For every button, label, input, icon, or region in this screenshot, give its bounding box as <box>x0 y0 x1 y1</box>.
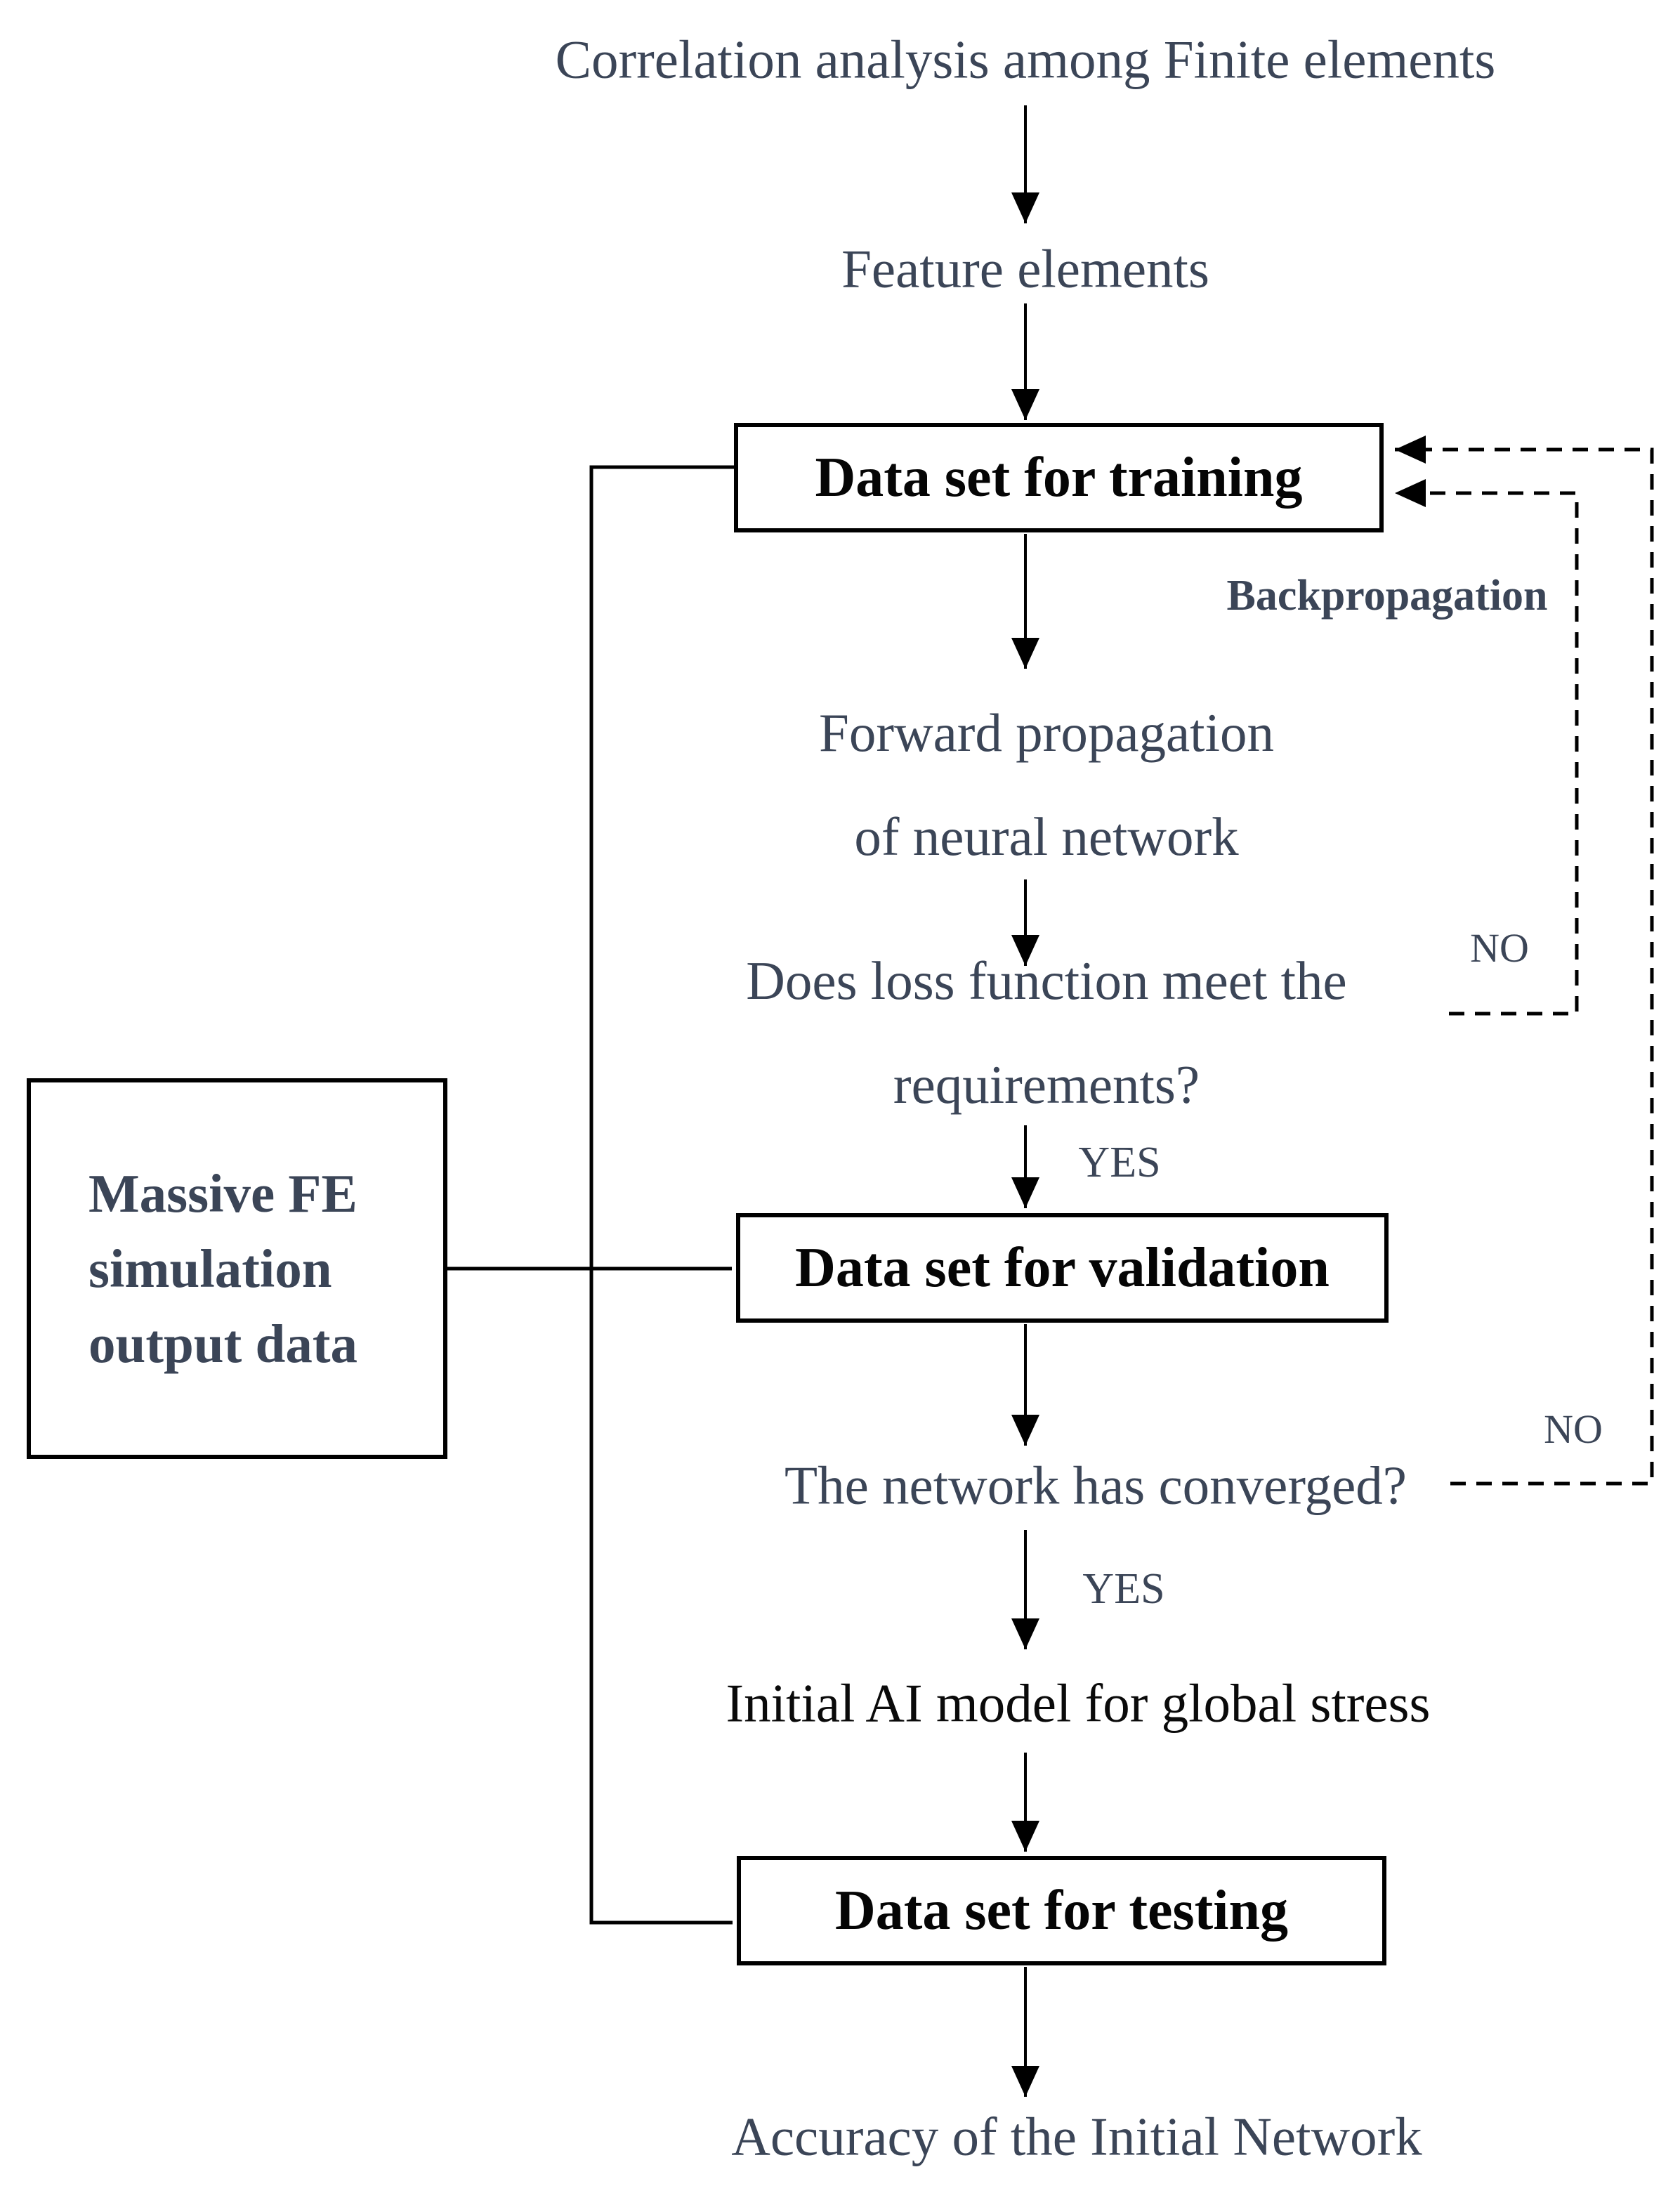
massive-fe-line2: simulation <box>88 1238 332 1299</box>
box-data-set-testing-label: Data set for testing <box>834 1879 1289 1942</box>
label-backpropagation: Backpropagation <box>1226 572 1548 620</box>
box-data-set-validation: Data set for validation <box>736 1213 1389 1323</box>
massive-fe-line1: Massive FE <box>88 1163 357 1224</box>
title-correlation-analysis: Correlation analysis among Finite elemen… <box>555 29 1496 90</box>
loss-question-line2: requirements? <box>893 1054 1200 1115</box>
dashed-loop-loss-no <box>1395 479 1579 1016</box>
loss-question-line1: Does loss function meet the <box>746 950 1347 1011</box>
node-feature-elements: Feature elements <box>841 238 1209 299</box>
forward-propagation-line2: of neural network <box>854 806 1239 867</box>
label-yes-loss: YES <box>1078 1139 1161 1186</box>
node-accuracy-initial-network: Accuracy of the Initial Network <box>731 2106 1422 2167</box>
node-converged-question: The network has converged? <box>785 1455 1407 1516</box>
box-data-set-training-label: Data set for training <box>815 446 1303 509</box>
node-loss-question: Does loss function meet the requirements… <box>746 929 1346 1137</box>
label-no-loss: NO <box>1470 925 1529 971</box>
forward-propagation-line1: Forward propagation <box>819 702 1274 763</box>
box-data-set-validation-label: Data set for validation <box>795 1236 1330 1299</box>
box-data-set-testing: Data set for testing <box>737 1856 1386 1965</box>
dashed-loop-converged-no <box>1395 436 1654 1486</box>
label-no-converged: NO <box>1544 1406 1603 1452</box>
label-yes-converged: YES <box>1082 1565 1165 1613</box>
massive-fe-line3: output data <box>88 1313 357 1374</box>
box-massive-fe-data: Massive FE simulation output data <box>27 1078 447 1459</box>
connector-training-testing <box>589 465 734 1925</box>
node-initial-ai-model: Initial AI model for global stress <box>726 1673 1431 1734</box>
node-forward-propagation: Forward propagation of neural network <box>819 681 1274 889</box>
box-data-set-training: Data set for training <box>734 423 1384 532</box>
